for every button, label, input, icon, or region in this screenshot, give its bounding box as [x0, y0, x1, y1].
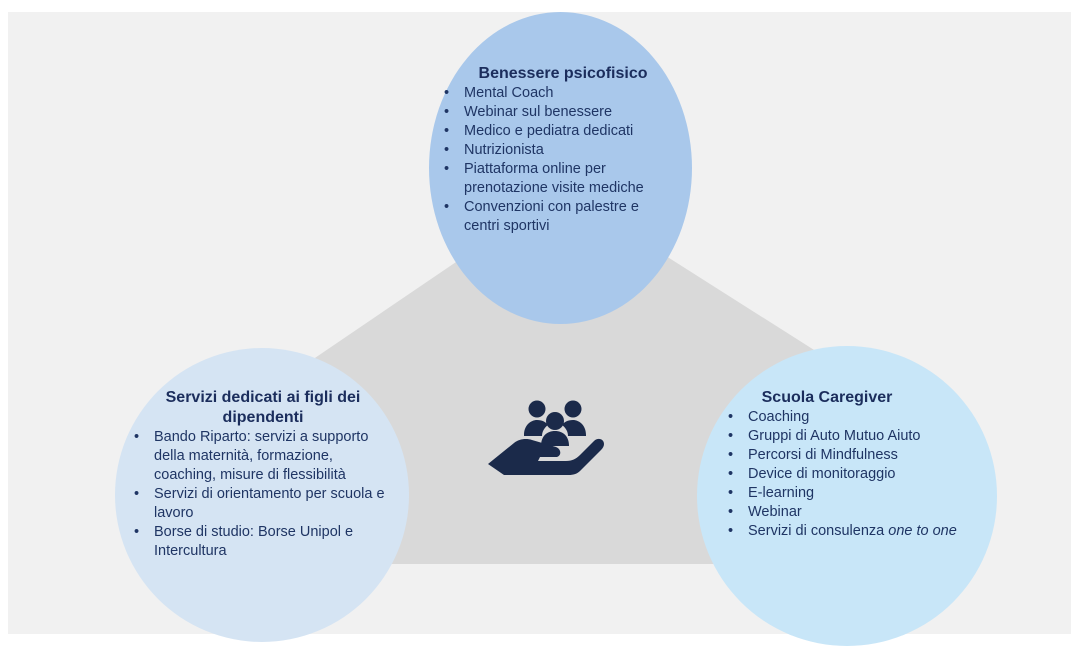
- list-item: Nutrizionista: [438, 141, 678, 160]
- list-item: Percorsi di Mindfulness: [722, 446, 962, 465]
- list-item: Mental Coach: [438, 84, 678, 103]
- list-item: Piattaforma online per prenotazione visi…: [438, 160, 678, 198]
- list-item: E-learning: [722, 484, 962, 503]
- list-item: Gruppi di Auto Mutuo Aiuto: [722, 427, 962, 446]
- list-item: Coaching: [722, 408, 962, 427]
- wellbeing-block: Benessere psicofisico Mental Coach Webin…: [438, 64, 678, 236]
- children-services-title: Servizi dedicati ai figli dei dipendenti: [165, 389, 361, 426]
- list-item: Webinar: [722, 503, 962, 522]
- list-item: Medico e pediatra dedicati: [438, 122, 678, 141]
- consulting-italic-text: one to one: [888, 523, 957, 539]
- children-services-block: Servizi dedicati ai figli dei dipendenti…: [128, 388, 398, 561]
- list-item: Convenzioni con palestre e centri sporti…: [438, 198, 678, 236]
- caregiver-title: Scuola Caregiver: [761, 389, 893, 406]
- list-item: Device di monitoraggio: [722, 465, 962, 484]
- wellbeing-title: Benessere psicofisico: [478, 65, 648, 82]
- list-item: Bando Riparto: servizi a supporto della …: [128, 428, 398, 485]
- consulting-text: Servizi di consulenza: [748, 523, 889, 539]
- caregiver-block: Scuola Caregiver Coaching Gruppi di Auto…: [722, 388, 962, 541]
- caregiver-list: Coaching Gruppi di Auto Mutuo Aiuto Perc…: [722, 408, 962, 541]
- list-item: Servizi di consulenza one to one: [722, 522, 962, 541]
- children-services-list: Bando Riparto: servizi a supporto della …: [128, 428, 398, 561]
- list-item: Borse di studio: Borse Unipol e Intercul…: [128, 523, 398, 561]
- list-item: Servizi di orientamento per scuola e lav…: [128, 485, 398, 523]
- hand-holding-people-icon: [488, 400, 604, 475]
- list-item: Webinar sul benessere: [438, 103, 678, 122]
- wellbeing-list: Mental Coach Webinar sul benessere Medic…: [438, 84, 678, 236]
